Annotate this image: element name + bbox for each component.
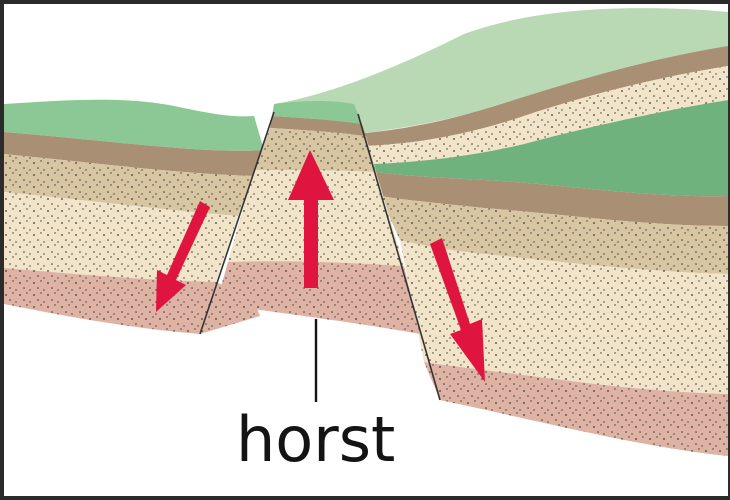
horst-diagram: horst xyxy=(4,4,728,496)
horst-label: horst xyxy=(236,409,395,471)
